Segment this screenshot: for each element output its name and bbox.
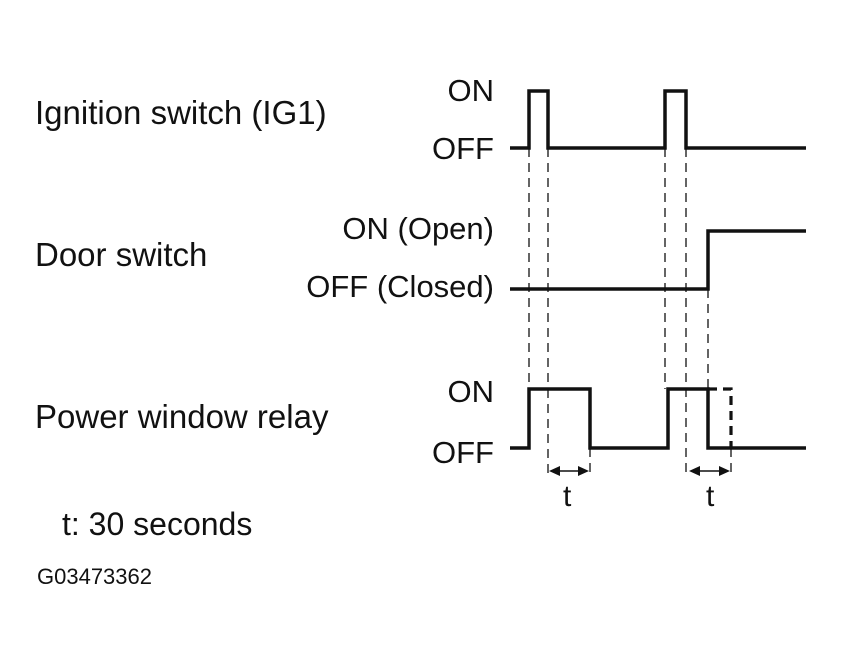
interval-note: t: 30 seconds (62, 506, 253, 542)
interval-arrow (549, 466, 589, 476)
relay-dashed-extension (708, 387, 733, 448)
relay-waveform (510, 387, 806, 450)
interval-label: t (563, 480, 572, 513)
power-window-relay-label: Power window relay (35, 398, 329, 435)
door-waveform (510, 229, 806, 291)
door-on-label: ON (Open) (342, 211, 494, 246)
ignition-switch-label: Ignition switch (IG1) (35, 94, 327, 131)
interval-label: t (706, 480, 715, 513)
figure-code: G03473362 (37, 564, 152, 589)
relay-off-label: OFF (432, 435, 494, 470)
ignition-on-label: ON (447, 73, 495, 108)
interval-arrow (689, 466, 730, 476)
relay-on-label: ON (447, 374, 495, 409)
ignition-off-label: OFF (432, 131, 494, 166)
ignition-waveform (510, 89, 806, 150)
door-switch-label: Door switch (35, 236, 208, 273)
door-off-label: OFF (Closed) (306, 269, 494, 304)
